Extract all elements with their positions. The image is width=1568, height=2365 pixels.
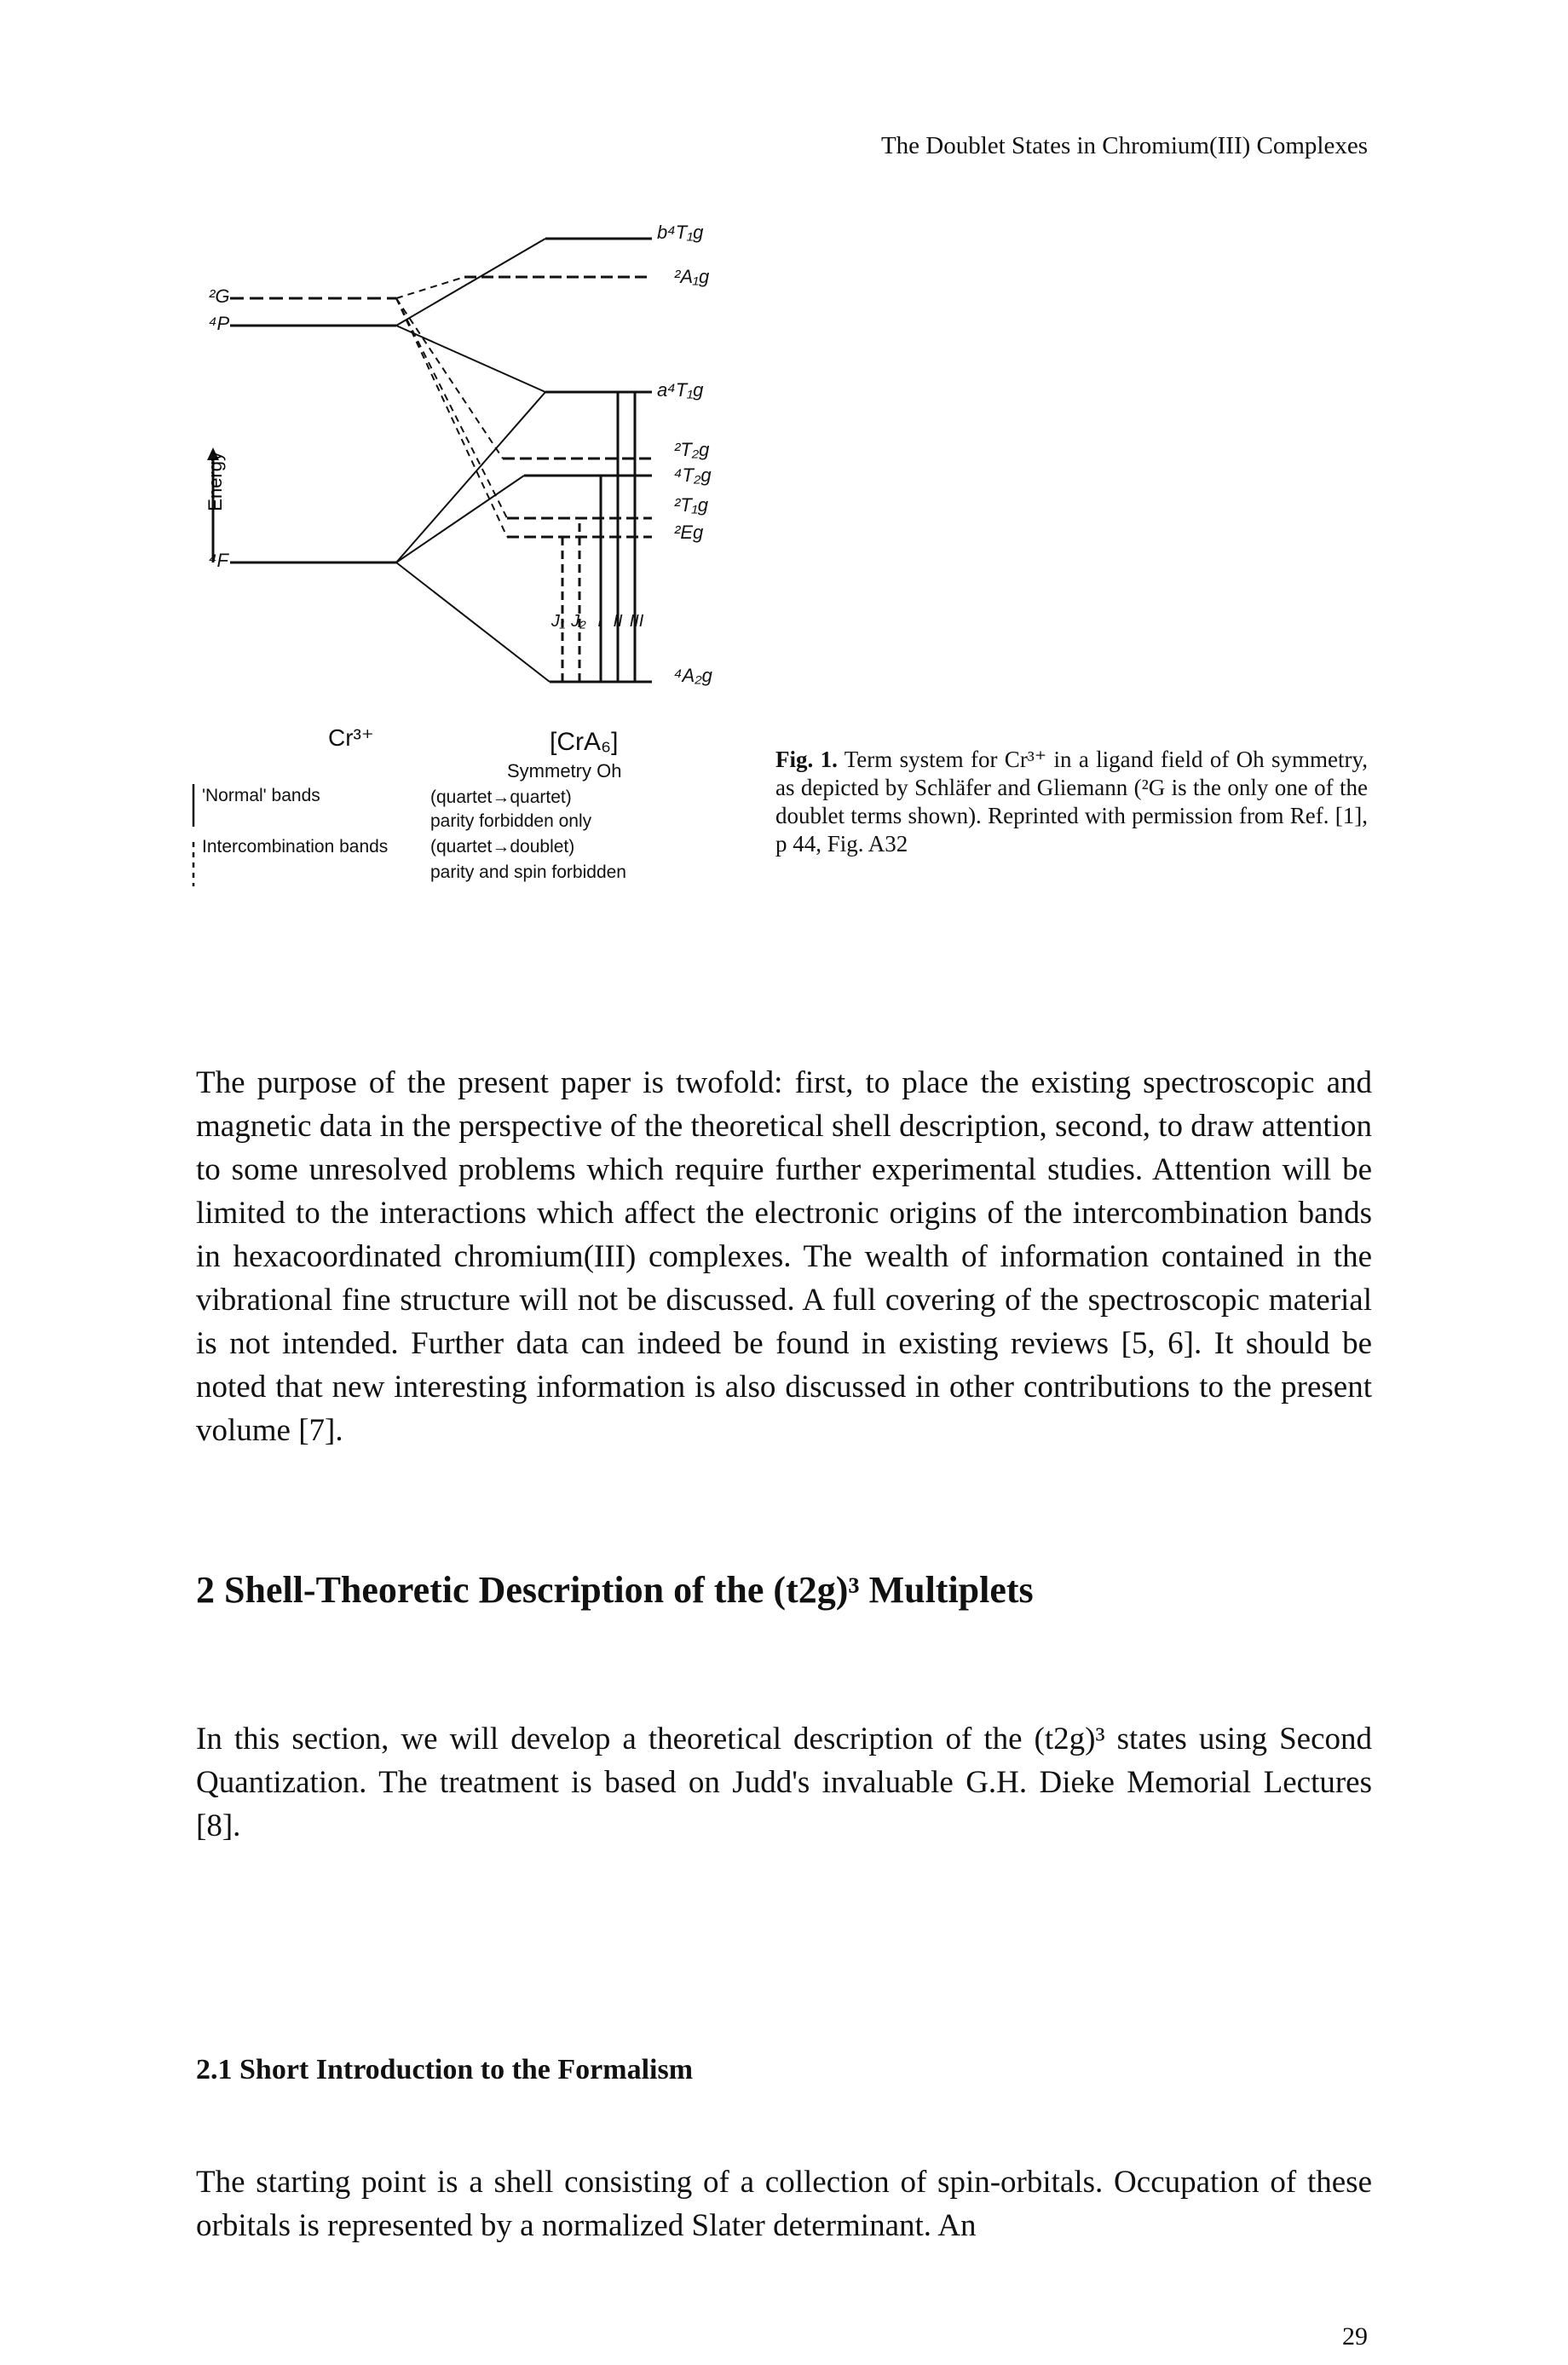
caption-label: Fig. 1. [775, 747, 838, 772]
legend-intercombination-line1: (quartet→doublet) [430, 837, 574, 857]
complex-label: [CrA₆] [550, 728, 618, 756]
legend-normal-line1: (quartet→quartet) [430, 787, 572, 807]
term-label-a4T1g: a⁴T₁g [657, 379, 704, 401]
term-label-4T2g: ⁴T₂g [674, 464, 712, 486]
term-label-2T1g: ²T₁g [674, 494, 709, 516]
term-label-2G: ²G [209, 286, 229, 307]
transition-label-j2: J₂ [570, 612, 586, 631]
term-label-4A2g: ⁴A₂g [674, 665, 713, 686]
term-label-2A1g: ²A₁g [674, 266, 710, 287]
section-heading: 2 Shell-Theoretic Description of the (t2… [196, 1569, 1034, 1611]
legend-intercombination-line2: parity and spin forbidden [430, 862, 626, 882]
term-label-2T2g: ²T₂g [674, 439, 710, 460]
term-label-4P: ⁴P [209, 313, 230, 334]
free-ion-label: Cr³⁺ [328, 724, 374, 751]
legend-normal-bands: 'Normal' bands [202, 786, 320, 805]
paragraph-section-intro: In this section, we will develop a theor… [196, 1722, 1372, 1843]
transition-label-iii: III [630, 612, 644, 631]
term-label-4F: ⁴F [209, 550, 230, 571]
legend-intercombination-bands: Intercombination bands [202, 837, 388, 857]
term-label-b4T1g: b⁴T₁g [657, 222, 704, 243]
energy-axis [207, 447, 219, 562]
term-diagram: Energy [192, 222, 713, 886]
energy-axis-label: Energy [205, 452, 226, 511]
subsection-heading: 2.1 Short Introduction to the Formalism [196, 2054, 694, 2085]
page-number: 29 [1342, 2322, 1368, 2351]
term-label-2Eg: ²Eg [674, 522, 704, 543]
transition-label-i: I [597, 612, 602, 631]
legend-normal-line2: parity forbidden only [430, 811, 592, 831]
transition-label-ii: II [613, 612, 623, 631]
paragraph-formalism: The starting point is a shell consisting… [196, 2165, 1372, 2243]
term-diagram-figure: Energy [183, 205, 754, 955]
figure-caption: Fig. 1. Term system for Cr³⁺ in a ligand… [775, 746, 1368, 858]
caption-text: Term system for Cr³⁺ in a ligand field o… [775, 747, 1368, 857]
transition-label-j1: J₁ [551, 612, 565, 631]
symmetry-label: Symmetry Oh [507, 760, 621, 782]
running-head: The Doublet States in Chromium(III) Comp… [880, 132, 1368, 159]
paragraph-purpose: The purpose of the present paper is twof… [196, 1065, 1372, 1448]
